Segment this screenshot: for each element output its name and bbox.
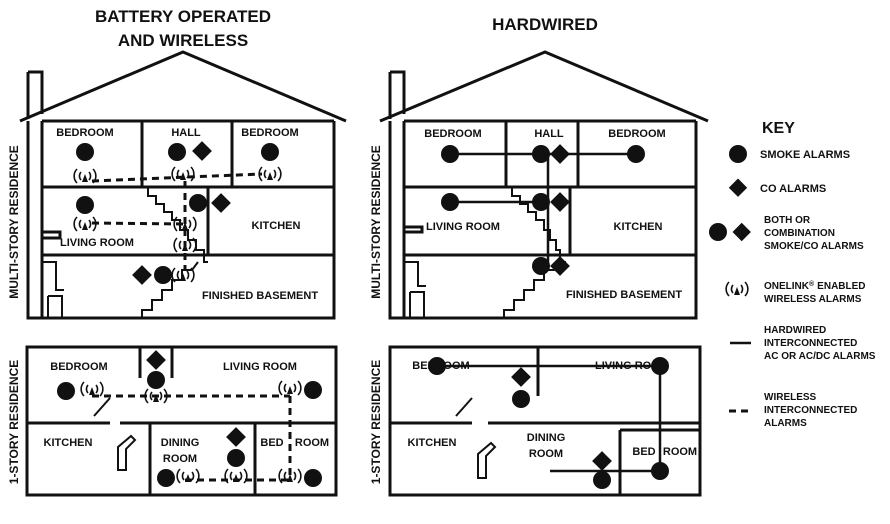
smoke-alarm-icon	[76, 196, 94, 214]
right-one-kitchen: KITCHEN	[408, 437, 457, 449]
left-multi-wireless-lines	[91, 172, 263, 270]
right-living-room: LIVING ROOM	[426, 221, 500, 233]
co-alarm-icon	[192, 141, 212, 161]
smoke-alarm-icon	[428, 357, 446, 375]
multi-story-label-left: MULTI-STORY RESIDENCE	[7, 145, 21, 299]
one-story-label-left: 1-STORY RESIDENCE	[7, 360, 21, 484]
left-one-bedroom: BEDROOM	[50, 361, 107, 373]
right-one-dining-2: ROOM	[529, 448, 563, 460]
key-smoke-label: SMOKE ALARMS	[760, 149, 850, 161]
smoke-alarm-icon	[76, 143, 94, 161]
smoke-alarm-icon	[147, 371, 165, 389]
key-title: KEY	[762, 120, 795, 137]
co-alarm-icon	[592, 451, 612, 471]
right-one-dining-1: DINING	[527, 432, 566, 444]
smoke-alarm-icon	[441, 193, 459, 211]
multi-story-house-wireless	[19, 50, 347, 320]
smoke-alarm-icon	[532, 193, 550, 211]
smoke-alarm-icon	[627, 145, 645, 163]
right-bedroom-2: BEDROOM	[608, 128, 665, 140]
smoke-alarm-icon	[532, 257, 550, 275]
smoke-alarm-icon	[154, 266, 172, 284]
smoke-alarm-icon	[227, 449, 245, 467]
right-one-hardwired-lines	[437, 364, 662, 473]
smoke-alarm-icon	[189, 194, 207, 212]
key-onelink-line1: ONELINK®ENABLED	[764, 280, 866, 292]
left-one-room-part: ROOM	[295, 437, 329, 449]
key-combo-line2: COMBINATION	[764, 228, 835, 239]
right-hall: HALL	[534, 128, 564, 140]
key-wireless-line1: WIRELESS	[764, 392, 817, 403]
smoke-alarm-icon	[651, 357, 669, 375]
smoke-alarm-icon	[57, 382, 75, 400]
legend-key: KEY SMOKE ALARMS CO ALARMS BOTH OR COMBI…	[709, 120, 876, 429]
right-kitchen: KITCHEN	[614, 221, 663, 233]
smoke-alarm-icon	[304, 381, 322, 399]
left-finished-basement: FINISHED BASEMENT	[202, 290, 318, 302]
right-one-room-part: ROOM	[663, 446, 697, 458]
smoke-alarm-icon	[729, 145, 747, 163]
one-story-label-right: 1-STORY RESIDENCE	[369, 360, 383, 484]
right-one-bed-part: BED	[632, 446, 655, 458]
smoke-alarm-icon	[651, 462, 669, 480]
hardwired-heading: HARDWIRED	[492, 15, 598, 34]
co-alarm-icon	[132, 265, 152, 285]
smoke-alarm-icon	[532, 145, 550, 163]
co-alarm-icon	[550, 192, 570, 212]
battery-heading-line1: BATTERY OPERATED	[95, 7, 271, 26]
co-alarm-icon	[211, 193, 231, 213]
co-alarm-icon	[550, 144, 570, 164]
key-combo-line1: BOTH OR	[764, 215, 811, 226]
co-alarm-icon	[732, 222, 751, 242]
co-alarm-icon	[146, 350, 166, 370]
co-alarm-icon	[511, 367, 531, 387]
smoke-alarm-icon	[593, 471, 611, 489]
left-one-kitchen: KITCHEN	[44, 437, 93, 449]
key-hardwired-line2: INTERCONNECTED	[764, 338, 857, 349]
smoke-alarm-icon	[157, 469, 175, 487]
key-onelink-line2: WIRELESS ALARMS	[764, 294, 862, 305]
smoke-alarm-icon	[512, 390, 530, 408]
smoke-alarm-icon	[304, 469, 322, 487]
left-living-room: LIVING ROOM	[60, 237, 134, 249]
key-hardwired-line1: HARDWIRED	[764, 325, 826, 336]
smoke-alarm-icon	[709, 223, 727, 241]
left-one-dining-1: DINING	[161, 437, 200, 449]
multi-story-house-hardwired	[379, 50, 709, 320]
right-bedroom-1: BEDROOM	[424, 128, 481, 140]
key-combo-line3: SMOKE/CO ALARMS	[764, 241, 864, 252]
key-hardwired-line3: AC OR AC/DC ALARMS	[764, 351, 876, 362]
one-story-house-wireless	[25, 345, 338, 497]
left-bedroom-1: BEDROOM	[56, 127, 113, 139]
key-wireless-line3: ALARMS	[764, 418, 807, 429]
key-wireless-line2: INTERCONNECTED	[764, 405, 857, 416]
left-bedroom-2: BEDROOM	[241, 127, 298, 139]
left-hall: HALL	[171, 127, 201, 139]
left-one-living-room: LIVING ROOM	[223, 361, 297, 373]
smoke-alarm-icon	[168, 143, 186, 161]
co-alarm-icon	[728, 178, 748, 197]
smoke-alarm-icon	[261, 143, 279, 161]
smoke-alarm-icon	[441, 145, 459, 163]
left-kitchen: KITCHEN	[252, 220, 301, 232]
battery-heading-line2: AND WIRELESS	[118, 31, 248, 50]
left-one-bed-part: BED	[260, 437, 283, 449]
right-finished-basement: FINISHED BASEMENT	[566, 289, 682, 301]
one-story-house-hardwired	[388, 345, 702, 497]
multi-story-label-right: MULTI-STORY RESIDENCE	[369, 145, 383, 299]
co-alarm-icon	[550, 256, 570, 276]
left-one-dining-2: ROOM	[163, 453, 197, 465]
key-co-label: CO ALARMS	[760, 183, 826, 195]
co-alarm-icon	[226, 427, 246, 447]
